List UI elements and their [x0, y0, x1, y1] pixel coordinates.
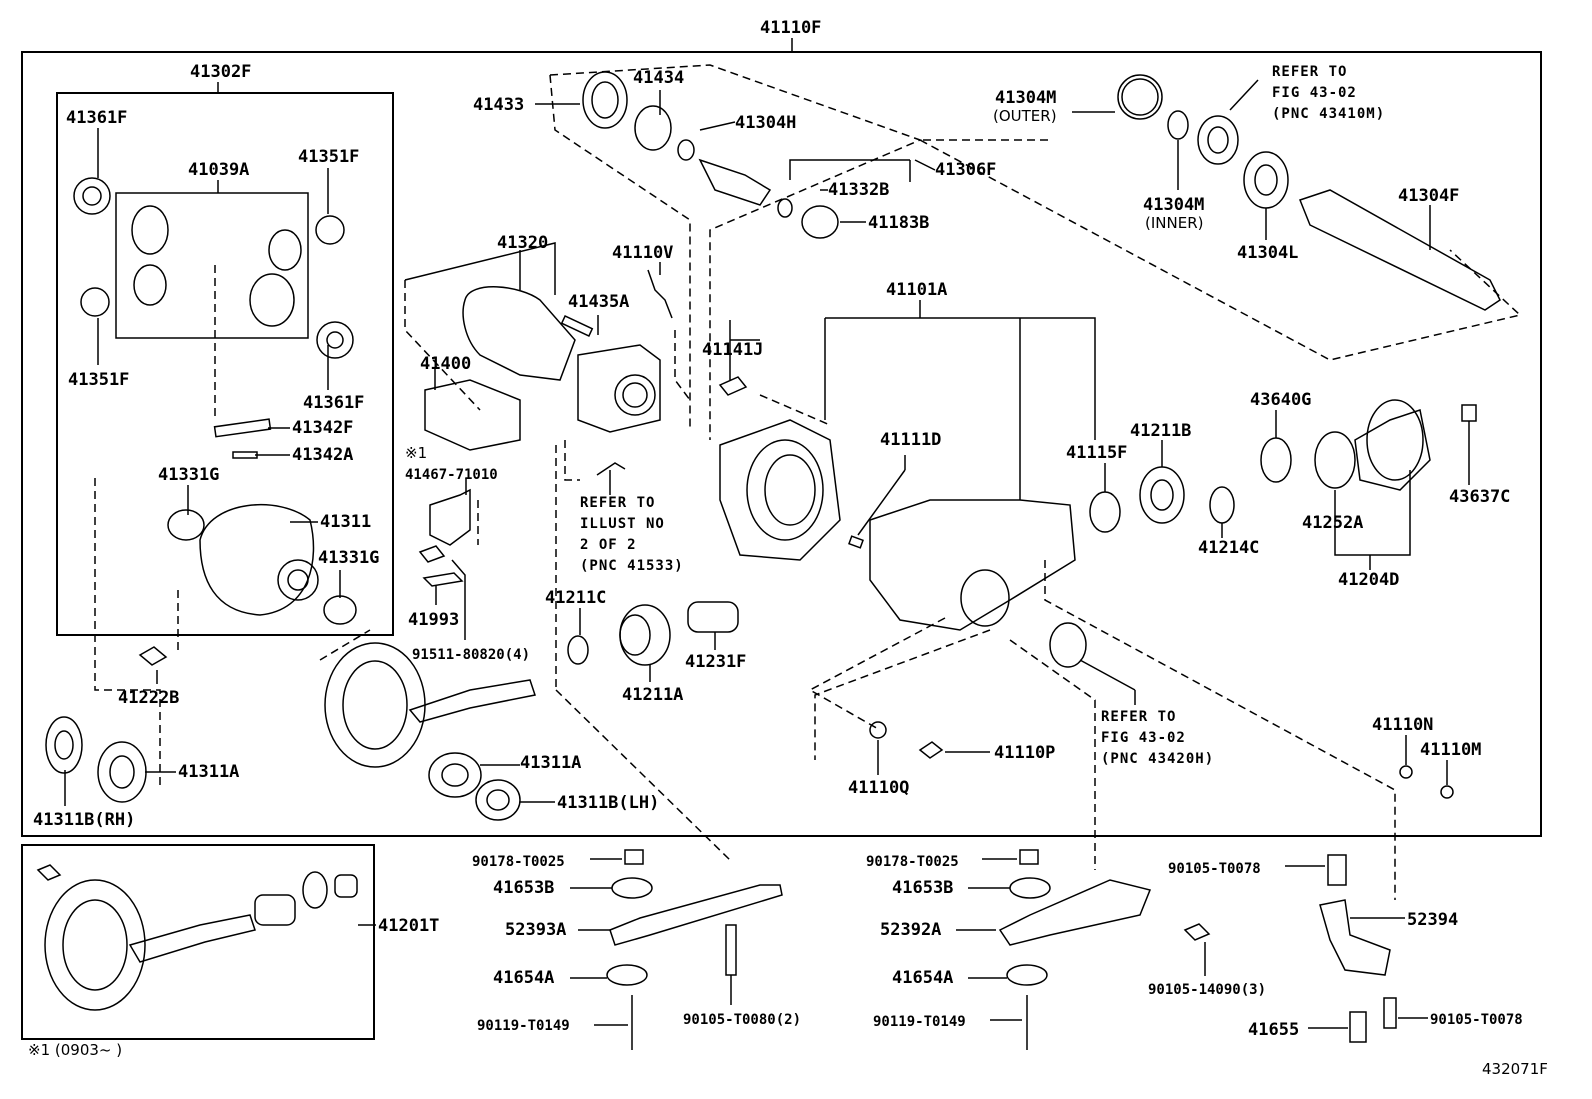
- label-breather[interactable]: 41110V: [612, 243, 674, 263]
- label-shaft[interactable]: 41342F: [292, 418, 354, 438]
- label-bolt[interactable]: 90105-T0078: [1168, 861, 1261, 877]
- ring-gear-kit-frame: [21, 844, 375, 1040]
- label-bolt[interactable]: 41222B: [118, 688, 180, 708]
- label-diff-case[interactable]: 41311: [320, 512, 372, 532]
- label-bracket[interactable]: 41467-71010: [405, 467, 498, 483]
- label-collar[interactable]: 41655: [1248, 1020, 1300, 1040]
- label-plate[interactable]: 41993: [408, 610, 460, 630]
- label-pin[interactable]: 41342A: [292, 445, 354, 465]
- label-assembly[interactable]: 41110F: [760, 18, 822, 38]
- label-snap-ring-inner-note: (INNER): [1145, 214, 1204, 232]
- pinion-set-frame: [115, 192, 309, 339]
- label-pin[interactable]: 41111D: [880, 430, 942, 450]
- label-plug[interactable]: 41110M: [1420, 740, 1482, 760]
- label-bolt[interactable]: 91511-80820(4): [412, 647, 531, 663]
- label-bracket[interactable]: 52394: [1407, 910, 1459, 930]
- note-refer-fig-bottom: REFER TO FIG 43-02 (PNC 43420H): [1101, 709, 1215, 767]
- label-bearing-lh[interactable]: 41311A: [520, 753, 582, 773]
- label-bolt[interactable]: 41435A: [568, 292, 630, 312]
- label-seal[interactable]: 41252A: [1302, 513, 1364, 533]
- diff-case-frame: [56, 92, 394, 636]
- label-bearing[interactable]: 41331G: [318, 548, 380, 568]
- label-washer[interactable]: 41361F: [66, 108, 128, 128]
- note-refer-illust: REFER TO ILLUST NO 2 OF 2 (PNC 41533): [580, 495, 684, 574]
- label-bolt[interactable]: 90105-14090(3): [1148, 982, 1267, 998]
- label-snap-ring-inner[interactable]: 41304M: [1143, 195, 1205, 215]
- label-bearing[interactable]: 41331G: [158, 465, 220, 485]
- footnote: ※1 (0903~ ): [28, 1041, 123, 1059]
- label-plug[interactable]: 41110Q: [848, 778, 910, 798]
- label-bearing[interactable]: 41211A: [622, 685, 684, 705]
- label-diff-case-asm[interactable]: 41302F: [190, 62, 252, 82]
- label-shaft[interactable]: 41306F: [935, 160, 997, 180]
- label-bolt[interactable]: 90105-T0080(2): [683, 1012, 802, 1028]
- label-cushion[interactable]: 41653B: [493, 878, 555, 898]
- label-actuator[interactable]: 41400: [420, 354, 472, 374]
- label-seal[interactable]: 41115F: [1066, 443, 1128, 463]
- label-nut[interactable]: 90178-T0025: [866, 854, 959, 870]
- label-cushion[interactable]: 41654A: [892, 968, 954, 988]
- label-nut[interactable]: 90178-T0025: [472, 854, 565, 870]
- label-ring-gear-kit[interactable]: 41201T: [378, 916, 440, 936]
- figure-id: 432071F: [1482, 1060, 1548, 1078]
- label-washer[interactable]: 41211C: [545, 588, 607, 608]
- label-bolt[interactable]: 90119-T0149: [477, 1018, 570, 1034]
- label-ring[interactable]: 41304H: [735, 113, 797, 133]
- label-nut[interactable]: 43637C: [1449, 487, 1511, 507]
- label-washer[interactable]: 41351F: [298, 147, 360, 167]
- label-bearing[interactable]: 41211B: [1130, 421, 1192, 441]
- label-seal[interactable]: 41183B: [868, 213, 930, 233]
- label-washer[interactable]: 41361F: [303, 393, 365, 413]
- label-spacer[interactable]: 41231F: [685, 652, 747, 672]
- label-plug[interactable]: 41110P: [994, 743, 1056, 763]
- label-plug[interactable]: 41110N: [1372, 715, 1434, 735]
- label-axle-shaft[interactable]: 41304F: [1398, 186, 1460, 206]
- label-washer[interactable]: 41214C: [1198, 538, 1260, 558]
- label-snap-ring-outer[interactable]: 41304M: [995, 88, 1057, 108]
- label-seal[interactable]: 43640G: [1250, 390, 1312, 410]
- label-bolt[interactable]: 90105-T0078: [1430, 1012, 1523, 1028]
- label-bolt[interactable]: 90119-T0149: [873, 1014, 966, 1030]
- label-snap-ring-outer-note: (OUTER): [993, 107, 1057, 125]
- label-bearing-rh[interactable]: 41311A: [178, 762, 240, 782]
- label-cushion[interactable]: 41653B: [892, 878, 954, 898]
- main-assembly-frame: [21, 51, 1542, 837]
- label-pinion-set[interactable]: 41039A: [188, 160, 250, 180]
- label-bolt[interactable]: 41141J: [702, 340, 764, 360]
- label-ring[interactable]: 41332B: [828, 180, 890, 200]
- label-actuator[interactable]: 41320: [497, 233, 549, 253]
- label-bearing[interactable]: 41434: [633, 68, 685, 88]
- note-refer-fig-top: REFER TO FIG 43-02 (PNC 43410M): [1272, 64, 1386, 122]
- label-shim-lh[interactable]: 41311B(LH): [557, 793, 660, 813]
- label-bearing[interactable]: 41433: [473, 95, 525, 115]
- label-footnote-mark: ※1: [405, 444, 428, 462]
- label-shim-rh[interactable]: 41311B(RH): [33, 810, 136, 830]
- label-cushion[interactable]: 41654A: [493, 968, 555, 988]
- label-bearing[interactable]: 41304L: [1237, 243, 1299, 263]
- label-flange[interactable]: 41204D: [1338, 570, 1400, 590]
- label-bracket[interactable]: 52393A: [505, 920, 567, 940]
- label-washer[interactable]: 41351F: [68, 370, 130, 390]
- label-carrier[interactable]: 41101A: [886, 280, 948, 300]
- label-bracket[interactable]: 52392A: [880, 920, 942, 940]
